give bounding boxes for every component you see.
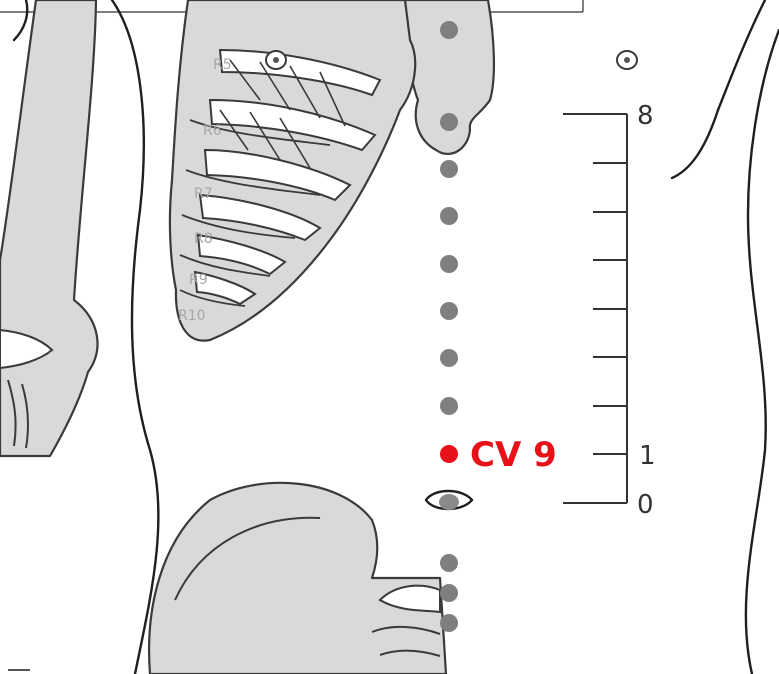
nipple-icon [266, 51, 286, 69]
acupoint-dot [440, 302, 458, 320]
torso-right-shoulder [718, 0, 765, 110]
rib-label-r8: R8 [194, 231, 213, 247]
rib-label-r5: R5 [213, 57, 232, 73]
left-arm-outline [14, 0, 27, 40]
acupoint-dot [440, 397, 458, 415]
acupoint-dot [440, 21, 458, 39]
rib-label-r10: R10 [178, 308, 206, 324]
nipple-icon [617, 51, 637, 69]
acupoint-dot [440, 255, 458, 273]
torso-right-armpit [672, 110, 718, 178]
acupoint-dot [440, 160, 458, 178]
scale-label-0: 0 [637, 490, 654, 520]
acupoint-dot [440, 349, 458, 367]
cv9-label: CV 9 [470, 435, 557, 475]
rib-label-r7: R7 [194, 186, 213, 202]
acupoint-dot [440, 113, 458, 131]
acupoint-dot [440, 584, 458, 602]
pelvis [149, 483, 446, 674]
left-arm-bone [0, 0, 97, 456]
rib-label-r6: R6 [203, 123, 222, 139]
torso-right-outline [746, 30, 779, 674]
acupoint-dot [440, 554, 458, 572]
cv9-point [440, 445, 458, 463]
navel-icon [426, 491, 472, 510]
cun-scale: 8 1 0 [563, 101, 656, 520]
acupoint-dot [440, 207, 458, 225]
scale-label-1: 1 [639, 441, 656, 471]
scale-label-8: 8 [637, 101, 654, 131]
rib-cage [170, 0, 415, 341]
acupoint-dot [440, 614, 458, 632]
rib-label-r9: R9 [189, 272, 208, 288]
torso-left-outline [112, 0, 158, 674]
